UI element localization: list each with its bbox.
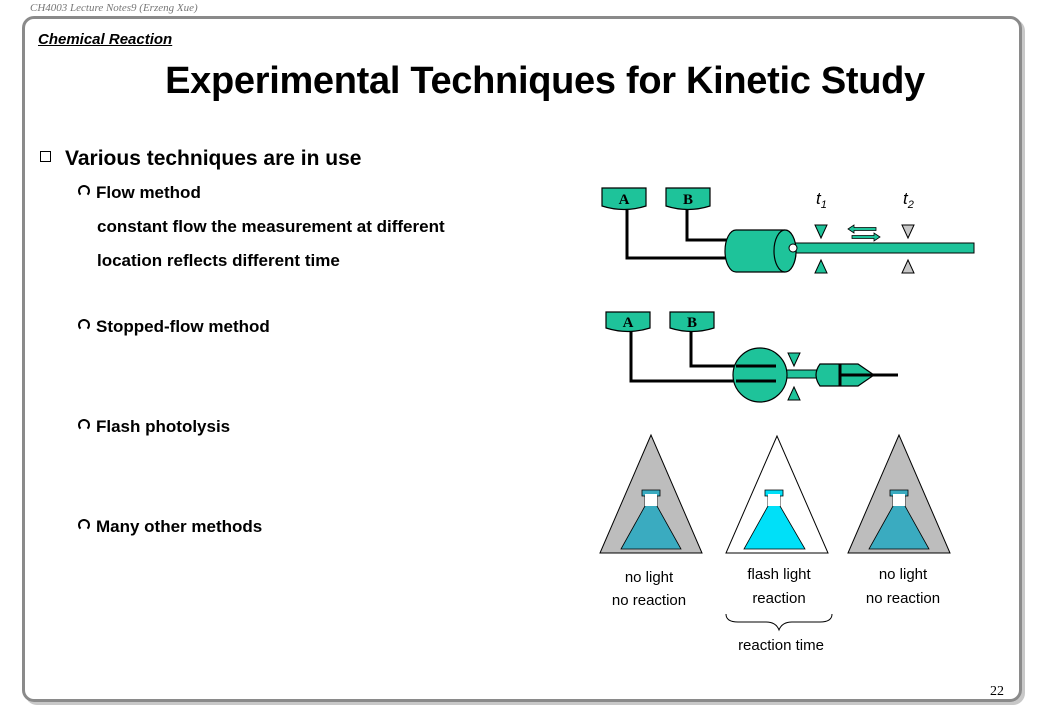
method-flash-photolysis: Flash photolysis: [78, 417, 230, 437]
vessel-b: [665, 187, 711, 211]
panel-label-line2: no reaction: [866, 590, 940, 607]
detector-up-t2: [901, 258, 915, 274]
bullet-icon: [78, 519, 90, 531]
method-label: Flash photolysis: [96, 417, 231, 436]
flash-panel-3: no light no reaction: [847, 433, 951, 607]
section-label: Chemical Reaction: [38, 31, 173, 48]
vessel-b: [669, 311, 715, 333]
reaction-time-label: reaction time: [738, 637, 824, 654]
main-bullet: Various techniques are in use: [40, 147, 361, 171]
method-stopped-flow: Stopped-flow method: [78, 317, 270, 337]
method-label: Flow method: [96, 183, 201, 202]
panel-label-line2: reaction: [752, 590, 805, 607]
bullet-icon: [78, 419, 90, 431]
vessel-a: [605, 311, 651, 333]
time-label-t1: t1: [816, 189, 827, 211]
detector-down: [787, 352, 801, 368]
bullet-icon: [78, 185, 90, 197]
panel-label-line1: flash light: [747, 566, 811, 583]
slide-title: Experimental Techniques for Kinetic Stud…: [165, 60, 925, 102]
detector-up: [787, 385, 801, 401]
main-bullet-text: Various techniques are in use: [65, 147, 362, 170]
flask-icon: [868, 489, 930, 550]
detector-down-t2: [901, 224, 915, 240]
panel-label-line1: no light: [625, 569, 674, 586]
time-label-t2: t2: [903, 189, 914, 211]
method-flow: Flow method: [78, 183, 201, 203]
flow-method-diagram: A B t1 t2: [601, 187, 975, 274]
slide-frame: [22, 16, 1022, 702]
method-description-line: constant flow the measurement at differe…: [97, 217, 445, 236]
vessel-b-label: B: [683, 192, 693, 208]
flask-icon: [620, 489, 682, 550]
vessel-a-label: A: [623, 315, 634, 331]
square-bullet-icon: [40, 151, 51, 162]
flash-panel-2: flash light reaction: [725, 434, 829, 607]
vessel-a: [601, 187, 647, 211]
vessel-a-label: A: [619, 192, 630, 208]
method-description-line: location reflects different time: [97, 251, 340, 270]
flash-panel-1: no light no reaction: [599, 433, 703, 609]
lecture-header-note: CH4003 Lecture Notes9 (Erzeng Xue): [30, 2, 198, 14]
feed-line-a: [625, 210, 738, 260]
detector-up-t1: [814, 258, 828, 274]
move-arrows-icon: [847, 224, 881, 242]
method-label: Stopped-flow method: [96, 317, 270, 336]
mixing-sphere: [732, 347, 788, 403]
vessel-b-label: B: [687, 315, 697, 331]
feed-line-a: [629, 331, 776, 383]
flask-icon: [743, 489, 806, 550]
page-number: 22: [990, 684, 1004, 699]
short-tube: [782, 369, 821, 379]
mixing-outlet: [788, 243, 798, 253]
stopped-flow-diagram: A B: [605, 311, 898, 403]
flow-tube: [792, 242, 975, 254]
bullet-icon: [78, 319, 90, 331]
method-label: Many other methods: [96, 517, 263, 536]
panel-label-line2: no reaction: [612, 592, 686, 609]
panel-label-line1: no light: [879, 566, 928, 583]
feed-line-b: [685, 210, 738, 242]
method-other: Many other methods: [78, 517, 262, 537]
curly-brace: [725, 613, 833, 632]
detector-down-t1: [814, 224, 828, 240]
